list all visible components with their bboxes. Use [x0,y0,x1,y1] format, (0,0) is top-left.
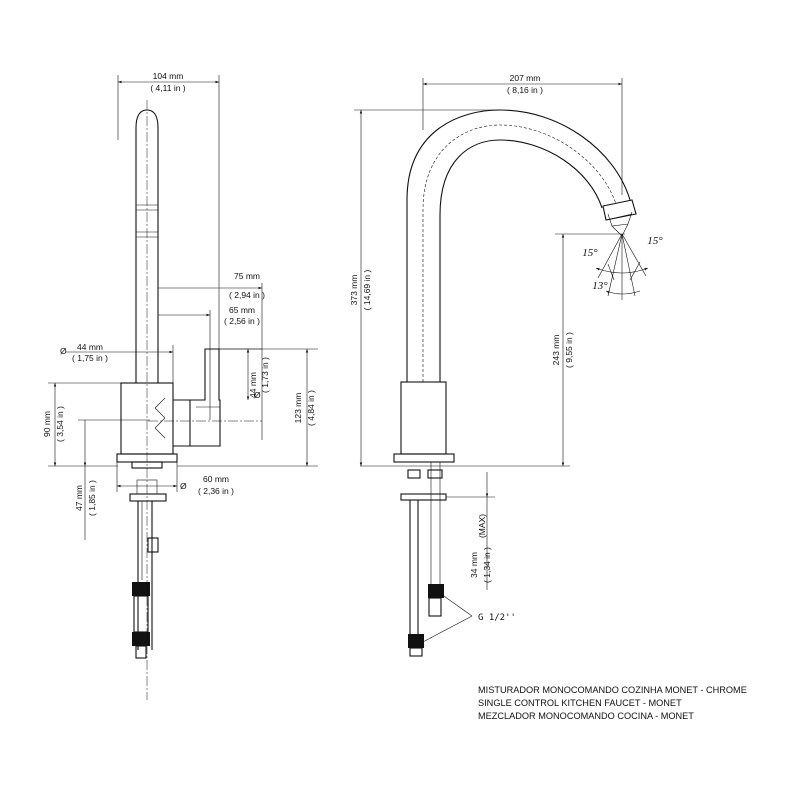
diameter-symbol: Ø [60,346,67,356]
dim-body-height: 90 mm ( 3,54 in ) [42,382,130,467]
dim-label: ( 1,75 in ) [72,353,108,363]
dim-lever-height: 123 mm ( 4,84 in ) [177,348,318,467]
side-lever [173,399,191,447]
title-line-en: SINGLE CONTROL KITCHEN FAUCET - MONET [478,698,682,708]
front-base-plate [393,453,455,463]
front-view: 15° 15° 13° G 1/2'' 207 mm ( 8,16 in ) [349,73,663,657]
dim-handle-diameter: 44 mm ( 1,73 in ) Ø [219,348,270,400]
diameter-symbol: Ø [180,481,187,491]
angle-bottom: 13° [592,280,608,292]
dim-reach: 207 mm ( 8,16 in ) [422,73,623,195]
dim-label: 34 mm [469,552,479,578]
dim-label: 60 mm [203,474,229,484]
dim-label: 123 mm [293,393,303,424]
side-hose-fitting-lower [132,632,150,646]
dim-label: ( 8,16 in ) [507,85,543,95]
thread-label: G 1/2'' [478,613,516,623]
angle-right: 15° [647,235,663,247]
title-block: MISTURADOR MONOCOMANDO COZINHA MONET - C… [478,685,747,721]
dim-shank-length: 47 mm ( 1,85 in ) [74,419,150,540]
dim-label: ( 2,56 in ) [224,316,260,326]
aerator-head [595,199,649,300]
dim-label: 90 mm [42,411,52,437]
dim-label: ( 3,54 in ) [55,406,65,442]
title-line-es: MEZCLADOR MONOCOMANDO COCINA - MONET [478,711,694,721]
dim-label: ( 1,34 in ) [482,547,492,583]
front-hose-fitting-upper [428,584,444,598]
dim-label: ( 2,36 in ) [198,486,234,496]
dim-label: ( 1,85 in ) [87,480,97,516]
dim-label: ( 4,84 in ) [306,390,316,426]
dim-label: 75 mm [234,271,260,281]
dim-label: 104 mm [153,71,184,81]
dim-label: 44 mm [248,372,258,398]
side-view: 104 mm ( 4,11 in ) 75 mm ( 2,94 in ) 65 … [42,71,318,700]
front-spout-inner [439,139,603,382]
dim-spout-offset-65: 65 mm ( 2,56 in ) [158,305,260,350]
dim-body-diameter: Ø 44 mm ( 1,75 in ) [60,342,174,383]
dim-overall-width: 104 mm ( 4,11 in ) [117,71,220,350]
dim-base-diameter: Ø 60 mm ( 2,36 in ) [116,462,234,496]
side-hose-fitting-upper [132,582,150,596]
dim-label: ( 4,11 in ) [150,83,185,93]
dim-label: 47 mm [74,485,84,511]
dim-total-height: 373 mm ( 14,69 in ) [349,109,500,466]
dim-spout-height: 243 mm ( 9,55 in ) [551,233,625,466]
dim-label: 65 mm [229,305,255,315]
dim-label: 207 mm [510,73,541,83]
front-hose-fitting-lower [408,634,424,648]
dim-counter-thickness: 34 mm ( 1,34 in ) (MAX) [446,472,495,590]
title-line-pt: MISTURADOR MONOCOMANDO COZINHA MONET - C… [478,685,747,695]
front-body [400,381,447,455]
dim-label: ( 1,73 in ) [260,357,270,393]
dim-label: ( 14,69 in ) [362,270,372,311]
dim-label: 373 mm [349,275,359,306]
dim-label: ( 9,55 in ) [564,332,574,368]
diameter-symbol: Ø [254,390,261,400]
dim-label: 243 mm [551,335,561,366]
angle-left: 15° [582,247,598,259]
dim-label: 44 mm [77,342,103,352]
dim-label: ( 2,94 in ) [229,290,265,300]
dim-spout-offset-75: 75 mm ( 2,94 in ) [158,271,265,440]
dim-label: (MAX) [477,514,487,538]
